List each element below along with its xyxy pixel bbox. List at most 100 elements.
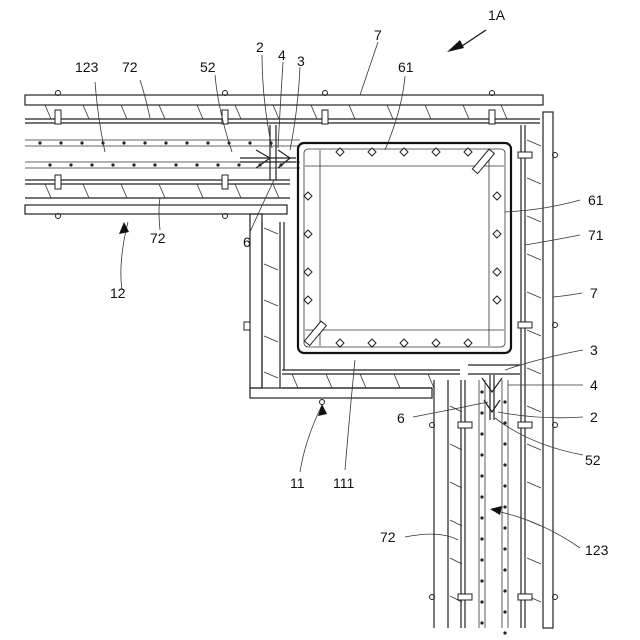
- label-52-top: 52: [200, 59, 216, 75]
- truss-diagonal: [83, 184, 89, 198]
- truss-diagonal: [264, 228, 278, 234]
- rebar-marker: [304, 268, 312, 276]
- bolt: [244, 322, 250, 330]
- truss-diagonal: [463, 105, 469, 119]
- truss-diagonal: [425, 105, 431, 119]
- rebar-dot: [248, 141, 251, 144]
- rebar-markers: [304, 148, 501, 347]
- truss-diagonal: [235, 105, 241, 119]
- rebar-dot: [80, 141, 83, 144]
- rebar-marker: [304, 296, 312, 304]
- rebar-dot: [480, 558, 483, 561]
- truss-diagonal: [292, 374, 298, 388]
- truss-diagonal: [197, 105, 203, 119]
- truss-diagonal: [394, 374, 400, 388]
- rebar-dot: [216, 163, 219, 166]
- label-71: 71: [588, 227, 604, 243]
- rebar-marker: [304, 192, 312, 200]
- truss-diagonal: [326, 374, 332, 388]
- truss-diagonal: [450, 482, 462, 488]
- truss-diagonal: [264, 372, 278, 378]
- label-3-right: 3: [590, 342, 598, 358]
- label-11: 11: [290, 475, 305, 491]
- truss-diagonal: [264, 300, 278, 306]
- rebar-dot: [503, 442, 506, 445]
- rebar-dot: [164, 141, 167, 144]
- leader-lines: [95, 30, 583, 548]
- rebar-dot: [503, 547, 506, 550]
- truss-diagonal: [349, 105, 355, 119]
- rebar-dots-top: [38, 141, 282, 166]
- bottom-truss-diagonals: [292, 374, 434, 405]
- rebar-marker: [368, 339, 376, 347]
- truss-diagonal: [121, 105, 127, 119]
- truss-diagonal: [121, 184, 127, 198]
- label-2-top: 2: [256, 39, 264, 55]
- bolt-head: [320, 400, 325, 405]
- connector-right: [468, 365, 520, 420]
- rebar-dot: [503, 526, 506, 529]
- rebar-dot: [38, 141, 41, 144]
- truss-diagonal: [428, 374, 434, 388]
- rebar-dot: [153, 163, 156, 166]
- rebar-dot: [503, 610, 506, 613]
- rebar-dot: [132, 163, 135, 166]
- rebar-dot: [185, 141, 188, 144]
- rebar-dot: [503, 484, 506, 487]
- bolt: [322, 110, 328, 124]
- label-4-right: 4: [590, 377, 598, 393]
- label-4-top: 4: [278, 47, 286, 63]
- truss-diagonal: [450, 558, 462, 564]
- left-truss-diagonals: [244, 228, 278, 378]
- label-72-bottom: 72: [380, 529, 396, 545]
- rebar-dot: [503, 589, 506, 592]
- truss-diagonal: [501, 105, 507, 119]
- label-3-top: 3: [297, 53, 305, 69]
- truss-diagonal: [264, 336, 278, 342]
- rebar-dot: [480, 474, 483, 477]
- rebar-dot: [111, 163, 114, 166]
- bolt: [518, 152, 532, 158]
- rebar-dot: [480, 600, 483, 603]
- rebar-dot: [503, 631, 506, 634]
- rebar-dot: [503, 568, 506, 571]
- label-72-mid: 72: [150, 230, 166, 246]
- label-123-bottom: 123: [585, 542, 609, 558]
- truss-diagonal: [235, 184, 241, 198]
- bolt: [518, 422, 532, 428]
- bolt: [518, 322, 532, 328]
- truss-diagonal: [264, 264, 278, 270]
- connector-top: [240, 125, 296, 180]
- truss-diagonal: [45, 184, 51, 198]
- rebar-dot: [480, 537, 483, 540]
- rebar-dot: [174, 163, 177, 166]
- rebar-marker: [493, 230, 501, 238]
- truss-diagonal: [450, 444, 462, 450]
- truss-diagonal: [527, 558, 541, 564]
- bolt: [55, 175, 61, 189]
- rebar-dot: [143, 141, 146, 144]
- rebar-dot: [480, 453, 483, 456]
- label-6-top: 6: [243, 234, 251, 250]
- right-formwork: [430, 112, 558, 635]
- rebar-dot: [480, 411, 483, 414]
- truss-diagonal: [527, 178, 541, 184]
- bolt: [222, 175, 228, 189]
- label-61-top: 61: [398, 59, 414, 75]
- truss-diagonal: [450, 520, 462, 526]
- reference-labels: 1A 7 2 4 3 52 72 123 61 61 71 7 72 6 12 …: [75, 7, 609, 558]
- rebar-dot: [480, 432, 483, 435]
- truss-diagonal: [159, 105, 165, 119]
- label-2-right: 2: [590, 409, 598, 425]
- rebar-dot: [48, 163, 51, 166]
- rebar-dot: [90, 163, 93, 166]
- bolt: [55, 110, 61, 124]
- truss-diagonal: [83, 105, 89, 119]
- truss-diagonal: [527, 140, 541, 146]
- label-6-right: 6: [397, 410, 405, 426]
- label-123-top: 123: [75, 59, 99, 75]
- truss-diagonal: [387, 105, 393, 119]
- bolt: [489, 110, 495, 124]
- truss-diagonal: [360, 374, 366, 388]
